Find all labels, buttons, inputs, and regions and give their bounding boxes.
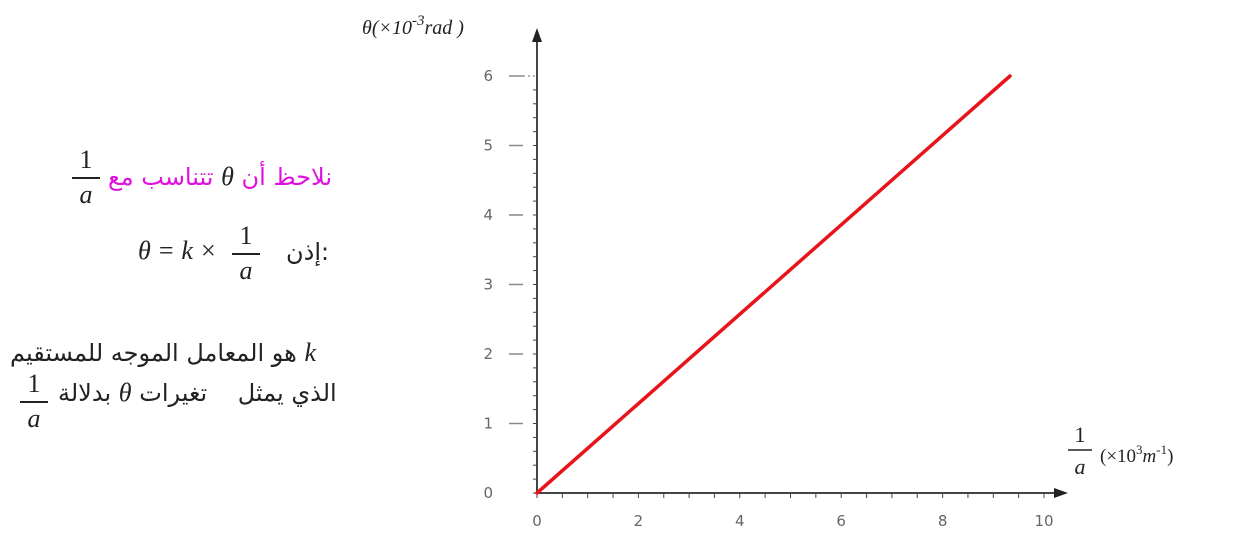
slope-description: k هو المعامل الموجه للمستقيم bbox=[10, 338, 316, 368]
y-tick-label: 2 bbox=[483, 345, 493, 363]
x-label-unit: (×103m-1) bbox=[1100, 442, 1173, 467]
note1-suffix: تتناسب مع bbox=[108, 163, 214, 191]
y-tick-label: 4 bbox=[483, 206, 493, 224]
equation-fraction: 1 a bbox=[232, 221, 260, 285]
y-axis-arrow bbox=[532, 28, 542, 42]
axes bbox=[532, 28, 1068, 498]
y-tick-label: 5 bbox=[483, 137, 493, 155]
y-tick-label: 0 bbox=[483, 484, 493, 502]
x-tick-label: 2 bbox=[634, 512, 644, 530]
fraction-numerator: 1 bbox=[239, 221, 253, 250]
x-label-numerator: 1 bbox=[1075, 422, 1086, 447]
equation-formula: θ = k × bbox=[138, 236, 217, 265]
x-tick-label: 8 bbox=[938, 512, 948, 530]
variations-text: تغيرات bbox=[139, 379, 208, 407]
therefore-label: إذن: bbox=[286, 238, 330, 266]
series-line bbox=[535, 74, 1012, 495]
slope-description-cont: الذي يمثل تغيرات θ بدلالة bbox=[58, 378, 337, 408]
series bbox=[535, 74, 1012, 495]
fraction-denominator: a bbox=[79, 179, 93, 209]
fraction-bar bbox=[20, 400, 48, 403]
represents-text: الذي يمثل bbox=[237, 379, 337, 407]
function-of-text: بدلالة bbox=[58, 379, 112, 407]
fraction-denominator: a bbox=[27, 403, 41, 433]
slope-text: هو المعامل الموجه للمستقيم bbox=[10, 339, 297, 367]
theta-symbol: θ bbox=[118, 378, 132, 407]
y-tick-label: 3 bbox=[483, 276, 493, 294]
proportionality-note: نلاحظ أن θ تتناسب مع bbox=[108, 162, 332, 192]
fraction-bar bbox=[72, 176, 100, 179]
fraction-one-over-a: 1 a bbox=[20, 369, 48, 433]
x-ticks: 0 2 4 6 8 10 bbox=[532, 512, 1053, 530]
x-tick-label: 4 bbox=[735, 512, 745, 530]
y-ticks: 0 1 2 3 4 5 6 bbox=[483, 67, 537, 502]
fraction-one-over-a: 1 a bbox=[72, 145, 100, 209]
theta-symbol: θ bbox=[221, 162, 234, 191]
note1-prefix: نلاحظ أن bbox=[241, 163, 333, 191]
x-axis-label: 1 a (×103m-1) bbox=[1068, 422, 1173, 479]
fraction-numerator: 1 bbox=[27, 369, 41, 398]
x-tick-label: 10 bbox=[1034, 512, 1053, 530]
x-label-denominator: a bbox=[1075, 454, 1086, 479]
y-tick-label: 6 bbox=[483, 67, 493, 85]
fraction-numerator: 1 bbox=[79, 145, 93, 174]
y-tick-label: 1 bbox=[483, 415, 493, 433]
fraction-bar bbox=[232, 252, 260, 255]
x-axis-arrow bbox=[1054, 488, 1068, 498]
x-tick-label: 0 bbox=[532, 512, 542, 530]
x-tick-label: 6 bbox=[836, 512, 846, 530]
k-symbol: k bbox=[304, 338, 317, 367]
y-axis-label: θ(×10-3rad ) bbox=[362, 13, 464, 39]
fraction-denominator: a bbox=[239, 255, 253, 285]
